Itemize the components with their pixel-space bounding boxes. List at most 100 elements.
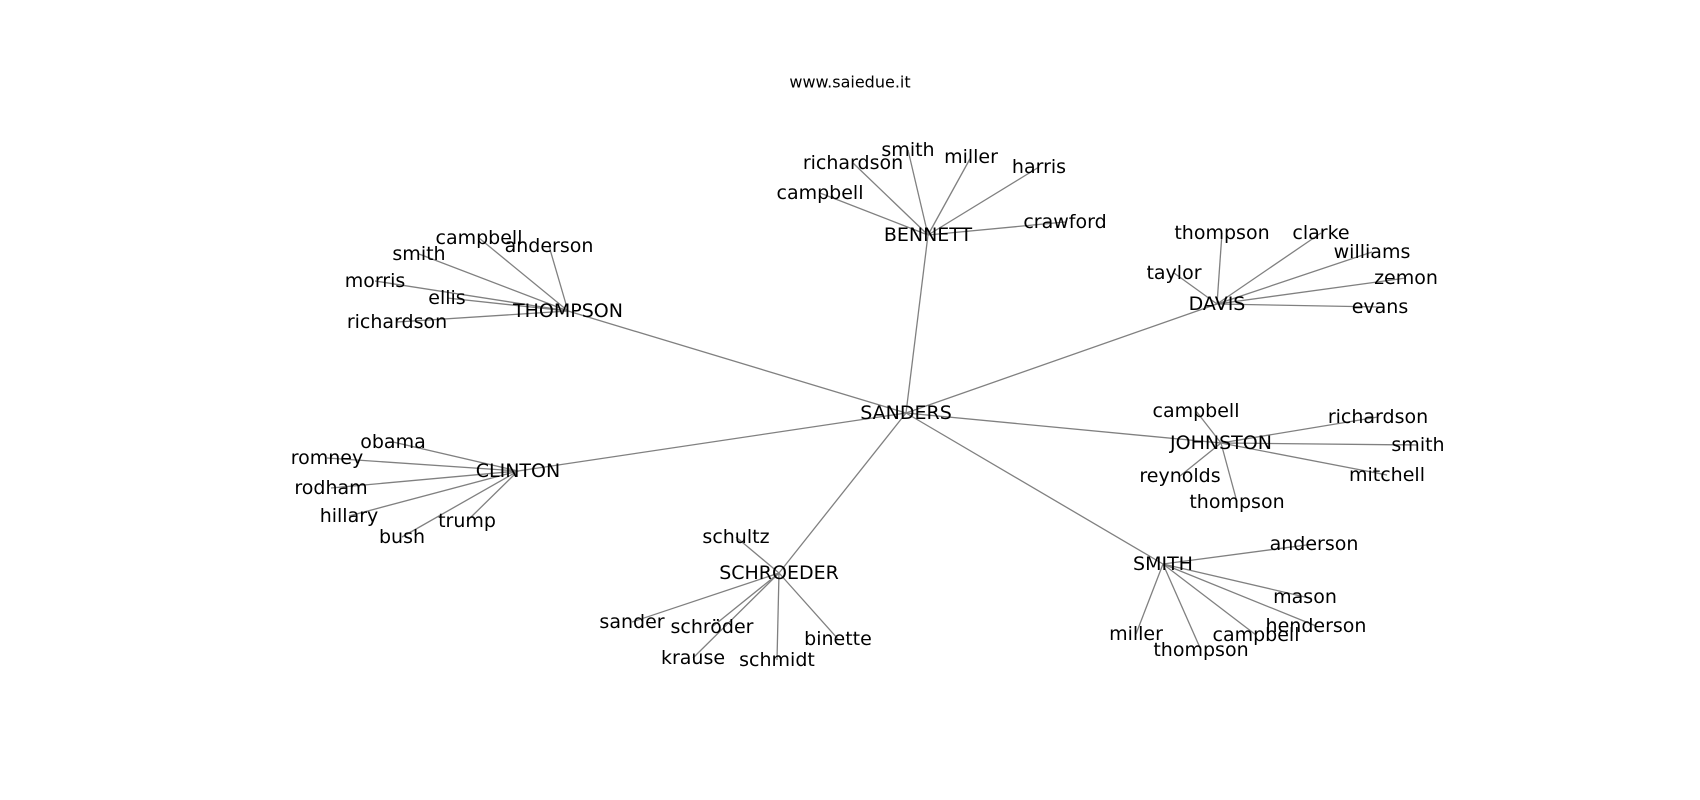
leaf-node-clinton-rodham: rodham — [294, 477, 367, 499]
edge-bennett-richardson — [852, 162, 929, 236]
leaf-node-smith-mason: mason — [1273, 586, 1337, 608]
edge-clinton-hillary — [348, 470, 519, 517]
leaf-node-smith-miller: miller — [1109, 623, 1163, 645]
edge-smith-anderson — [1162, 543, 1315, 565]
edge-schroeder-sander — [631, 572, 780, 623]
edge-clinton-bush — [401, 470, 519, 538]
leaf-node-bennett-crawford: crawford — [1023, 211, 1106, 233]
edge-root-clinton — [517, 412, 907, 472]
leaf-node-davis-williams: williams — [1334, 241, 1411, 263]
edge-clinton-romney — [326, 457, 519, 472]
edge-thompson-ellis — [446, 297, 569, 312]
edge-root-thompson — [567, 310, 907, 414]
edge-root-schroeder — [778, 412, 907, 574]
leaf-node-davis-clarke: clarke — [1292, 222, 1349, 244]
leaf-node-clinton-hillary: hillary — [320, 505, 379, 527]
edge-root-johnston — [905, 412, 1222, 444]
leaf-node-bennett-campbell: campbell — [777, 182, 864, 204]
edge-johnston-reynolds — [1179, 442, 1222, 477]
leaf-node-davis-taylor: taylor — [1146, 262, 1201, 284]
edge-bennett-smith — [907, 149, 929, 236]
leaf-node-thompson-smith: smith — [392, 243, 445, 265]
leaf-node-johnston-thompson: thompson — [1189, 491, 1284, 513]
edge-thompson-richardson — [396, 310, 569, 323]
edge-johnston-thompson — [1220, 442, 1238, 503]
edge-clinton-trump — [466, 470, 519, 522]
leaf-node-johnston-reynolds: reynolds — [1139, 465, 1220, 487]
leaf-node-thompson-campbell: campbell — [436, 227, 523, 249]
leaf-node-bennett-richardson: richardson — [803, 152, 903, 174]
leaf-node-schroeder-sander: sander — [599, 611, 664, 633]
leaf-node-johnston-campbell: campbell — [1153, 400, 1240, 422]
edge-thompson-smith — [418, 253, 569, 312]
leaf-node-bennett-harris: harris — [1012, 156, 1066, 178]
leaf-node-johnston-smith: smith — [1391, 434, 1444, 456]
leaf-node-smith-thompson: thompson — [1153, 639, 1248, 661]
cluster-node-clinton: CLINTON — [476, 460, 560, 482]
edge-schroeder-schultz — [735, 536, 780, 574]
edge-root-bennett — [905, 234, 929, 414]
edge-davis-taylor — [1173, 272, 1218, 305]
graph-title: www.saiedue.it — [789, 73, 910, 92]
edge-thompson-campbell — [478, 237, 569, 312]
leaf-node-davis-evans: evans — [1352, 296, 1409, 318]
cluster-node-thompson: THOMPSON — [512, 300, 623, 322]
leaf-node-davis-thompson: thompson — [1174, 222, 1269, 244]
edge-smith-thompson — [1162, 563, 1202, 651]
leaf-node-bennett-smith: smith — [881, 139, 934, 161]
leaf-node-clinton-bush: bush — [379, 526, 425, 548]
edge-schroeder-krause — [692, 572, 780, 659]
edge-smith-miller — [1135, 563, 1164, 635]
edge-clinton-rodham — [330, 470, 519, 489]
root-node-label: SANDERS — [860, 402, 952, 424]
leaf-node-smith-anderson: anderson — [1270, 533, 1359, 555]
edge-smith-campbell — [1162, 563, 1257, 636]
edge-bennett-crawford — [927, 221, 1066, 236]
cluster-node-schroeder: SCHROEDER — [719, 562, 839, 584]
edge-bennett-miller — [927, 156, 972, 236]
leaf-node-davis-zemon: zemon — [1374, 267, 1438, 289]
leaf-node-schroeder-schroder: schröder — [671, 616, 754, 638]
edge-root-davis — [905, 303, 1218, 414]
leaf-node-clinton-trump: trump — [438, 510, 496, 532]
edge-schroeder-schroder — [711, 572, 780, 628]
leaf-node-schroeder-schmidt: schmidt — [739, 649, 815, 671]
leaf-node-clinton-romney: romney — [291, 447, 364, 469]
leaf-node-clinton-obama: obama — [360, 431, 425, 453]
edge-johnston-smith — [1220, 442, 1419, 446]
leaf-node-thompson-morris: morris — [345, 270, 406, 292]
cluster-node-johnston: JOHNSTON — [1169, 432, 1272, 454]
leaf-node-smith-henderson: henderson — [1266, 615, 1367, 637]
leaf-node-thompson-anderson: anderson — [505, 235, 594, 257]
leaf-node-smith-campbell: campbell — [1213, 624, 1300, 646]
edge-bennett-campbell — [819, 192, 929, 236]
edge-root-smith — [905, 412, 1164, 565]
leaf-node-thompson-richardson: richardson — [347, 311, 447, 333]
edge-johnston-campbell — [1195, 410, 1222, 444]
leaf-node-schroeder-binette: binette — [804, 628, 872, 650]
edge-johnston-richardson — [1220, 416, 1379, 444]
leaf-node-johnston-richardson: richardson — [1328, 406, 1428, 428]
edges-layer — [326, 149, 1419, 661]
leaf-node-johnston-mitchell: mitchell — [1349, 464, 1425, 486]
edge-davis-zemon — [1216, 277, 1407, 305]
edge-davis-thompson — [1216, 232, 1223, 305]
leaf-node-schroeder-krause: krause — [661, 647, 725, 669]
cluster-node-smith: SMITH — [1133, 553, 1193, 575]
edge-johnston-mitchell — [1220, 442, 1388, 476]
edge-clinton-obama — [392, 441, 519, 472]
cluster-node-davis: DAVIS — [1189, 293, 1246, 315]
edge-bennett-harris — [927, 166, 1040, 236]
leaf-node-thompson-ellis: ellis — [428, 287, 465, 309]
edge-thompson-anderson — [548, 245, 569, 312]
edge-thompson-morris — [374, 280, 569, 312]
cluster-node-bennett: BENNETT — [884, 224, 973, 246]
edge-smith-henderson — [1162, 563, 1317, 627]
edge-smith-mason — [1162, 563, 1306, 598]
edge-schroeder-binette — [778, 572, 839, 640]
leaf-node-schroeder-schultz: schultz — [702, 526, 769, 548]
edge-davis-evans — [1216, 303, 1381, 308]
edge-davis-clarke — [1216, 232, 1322, 305]
